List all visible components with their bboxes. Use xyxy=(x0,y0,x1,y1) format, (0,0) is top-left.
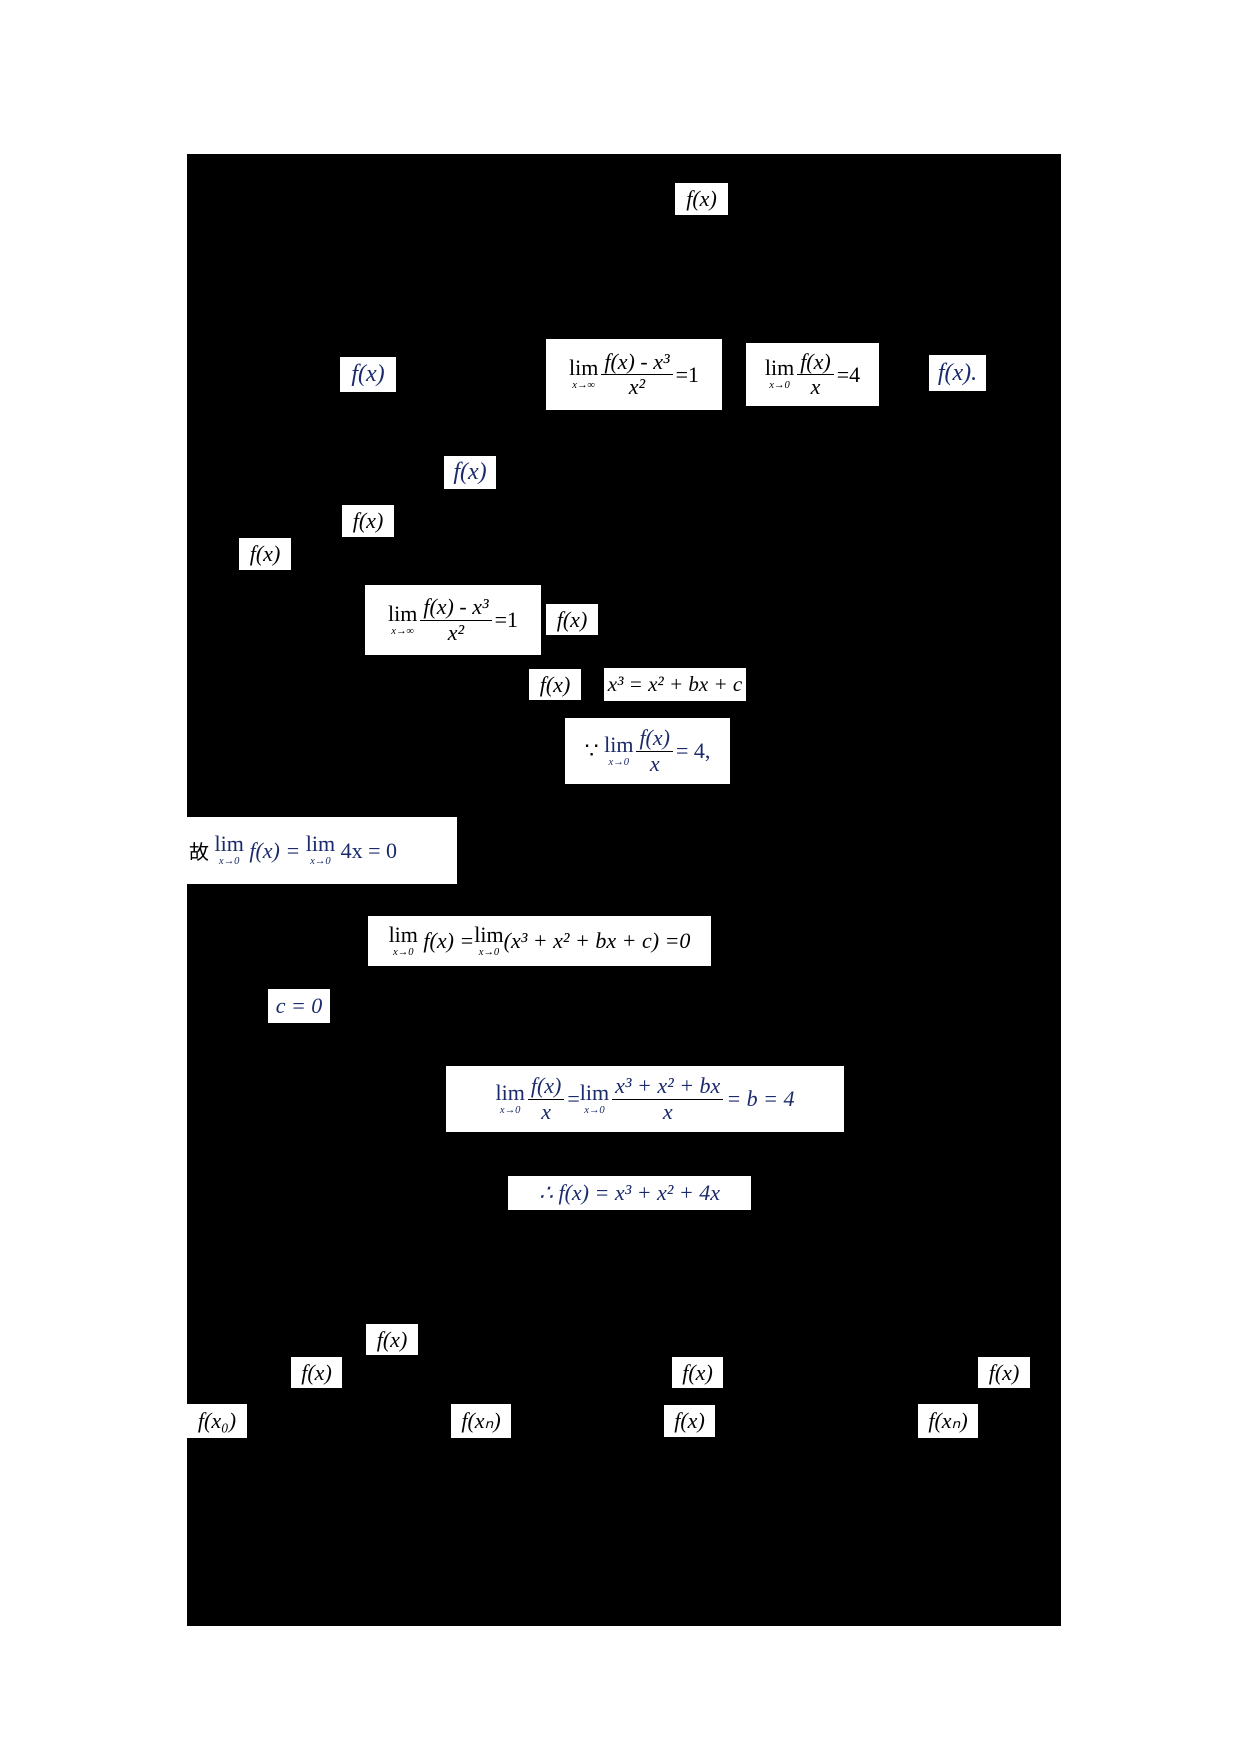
therefore-char: 故 xyxy=(189,840,209,864)
fraction: f(x)x xyxy=(527,1074,565,1123)
because-symbol: ∵ xyxy=(584,738,599,763)
formula-fx: f(x) xyxy=(444,456,496,489)
fraction: f(x)x xyxy=(797,349,834,399)
formula-fx: f(x) xyxy=(978,1357,1030,1388)
rhs: (x³ + x² + bx + c) =0 xyxy=(503,928,691,953)
formula-fx: f(x) xyxy=(546,604,598,635)
rhs: =4 xyxy=(836,361,861,387)
fraction: f(x)x xyxy=(636,726,673,775)
formula-fx: f(x) xyxy=(291,1357,342,1388)
formula-fx-period: f(x). xyxy=(929,355,986,391)
formula-fx: f(x) xyxy=(664,1405,715,1437)
formula-fxn: f(xₙ) xyxy=(451,1404,511,1438)
expr: f(x) = xyxy=(423,928,475,953)
formula-fxn: f(xₙ) xyxy=(918,1404,978,1438)
expr: f(x) = xyxy=(249,837,301,863)
formula-fx: f(x) xyxy=(672,1357,723,1388)
rhs: 4x = 0 xyxy=(340,837,397,863)
formula-result: ∴ f(x) = x³ + x² + 4x xyxy=(508,1176,751,1210)
formula-fx0: f(x₀) xyxy=(187,1404,247,1438)
rhs: = b = 4 xyxy=(726,1086,795,1111)
equals: = xyxy=(567,1086,580,1111)
formula-fx: f(x) xyxy=(342,505,394,537)
formula-fx: f(x) xyxy=(675,183,728,215)
rhs: = 4, xyxy=(675,738,711,763)
rhs: =1 xyxy=(494,607,518,632)
formula-fx: f(x) xyxy=(366,1324,418,1355)
formula-c-equals-zero: c = 0 xyxy=(268,989,330,1023)
formula-fx: f(x) xyxy=(340,357,396,392)
rhs: =1 xyxy=(675,361,699,387)
formula-fx: f(x) xyxy=(529,669,581,700)
formula-cubic-equation: x³ = x² + bx + c xyxy=(604,668,746,701)
formula-fx: f(x) xyxy=(239,538,291,570)
